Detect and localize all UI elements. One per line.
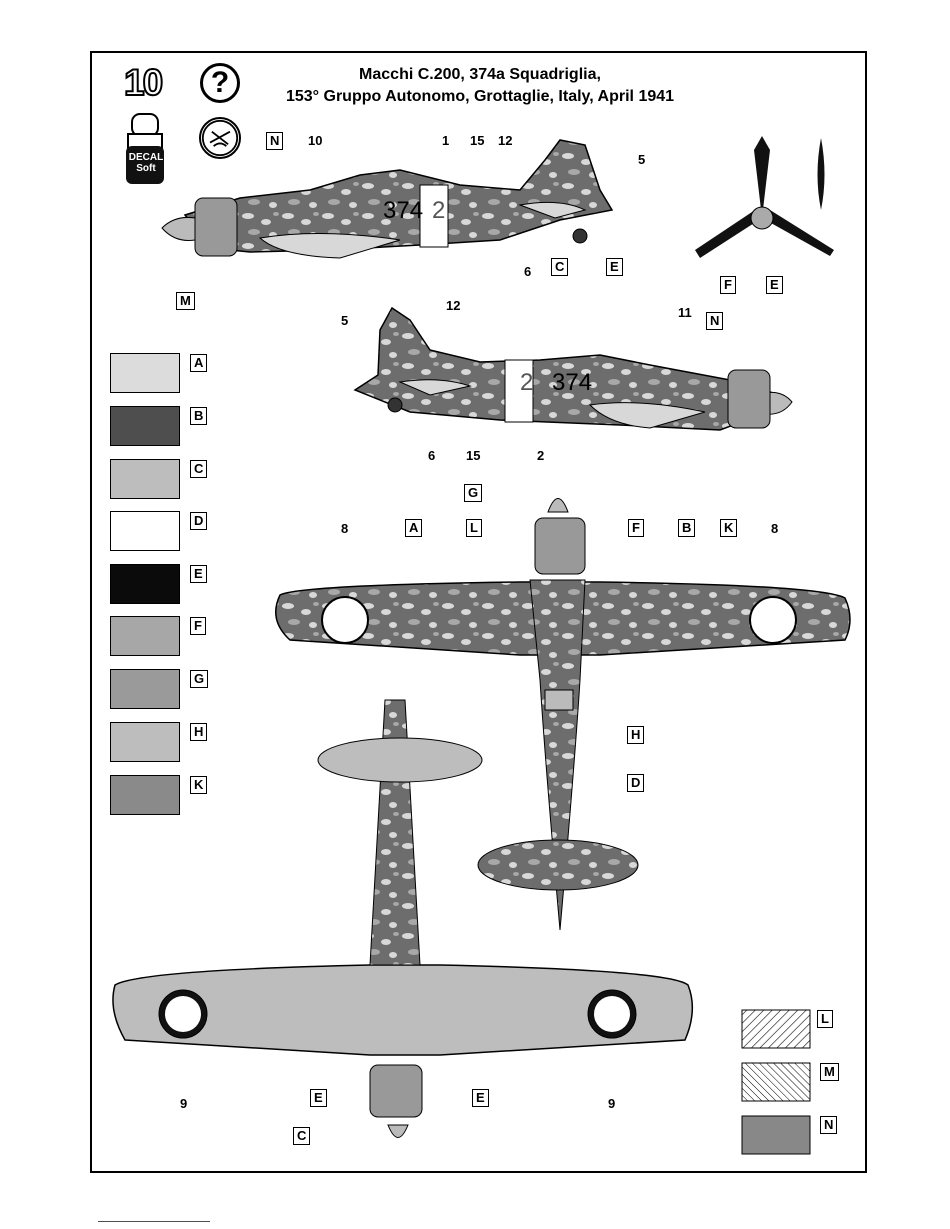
callout-6-top: 6: [524, 264, 531, 279]
callout-6-bottom: 6: [428, 448, 435, 463]
callout-9-left: 9: [180, 1096, 187, 1111]
callout-b: B: [678, 519, 695, 537]
callout-a: A: [405, 519, 422, 537]
fuselage-code-left: 374: [383, 197, 423, 224]
side-view-left: 374 2: [162, 140, 612, 258]
callout-f-prop: F: [720, 276, 736, 294]
callout-f-top: F: [628, 519, 644, 537]
top-plan-view: [276, 499, 850, 931]
callout-n-bottom: N: [706, 312, 723, 330]
callout-5-bottom: 5: [341, 313, 348, 328]
callout-9-right: 9: [608, 1096, 615, 1111]
callout-5-top: 5: [638, 152, 645, 167]
bottom-plan-view: [113, 700, 692, 1138]
propeller-front-view: [695, 136, 834, 258]
callout-10: 10: [308, 133, 322, 148]
callout-c-top: C: [551, 258, 568, 276]
callout-k: K: [720, 519, 737, 537]
fuselage-code-right: 374: [552, 369, 592, 396]
callout-e-top: E: [606, 258, 623, 276]
side-view-right: 2 374: [355, 308, 792, 430]
callout-8-right: 8: [771, 521, 778, 536]
callout-1: 1: [442, 133, 449, 148]
callout-d: D: [627, 774, 644, 792]
fuselage-number-right: 2: [520, 369, 533, 396]
callout-2: 2: [537, 448, 544, 463]
callout-12-bottom: 12: [446, 298, 460, 313]
callout-15-bottom: 15: [466, 448, 480, 463]
callout-e-bottom-left: E: [310, 1089, 327, 1107]
fuselage-number-left: 2: [432, 197, 445, 224]
callout-11: 11: [678, 305, 692, 320]
callout-g: G: [464, 484, 482, 502]
callout-e-bottom-right: E: [472, 1089, 489, 1107]
callout-c-bottom: C: [293, 1127, 310, 1145]
callout-12-top: 12: [498, 133, 512, 148]
callout-l: L: [466, 519, 482, 537]
footer-link-underline: [98, 1221, 210, 1222]
callout-e-prop: E: [766, 276, 783, 294]
callout-8-left: 8: [341, 521, 348, 536]
callout-15-top: 15: [470, 133, 484, 148]
callout-m: M: [176, 292, 195, 310]
callout-n-top: N: [266, 132, 283, 150]
callout-h: H: [627, 726, 644, 744]
